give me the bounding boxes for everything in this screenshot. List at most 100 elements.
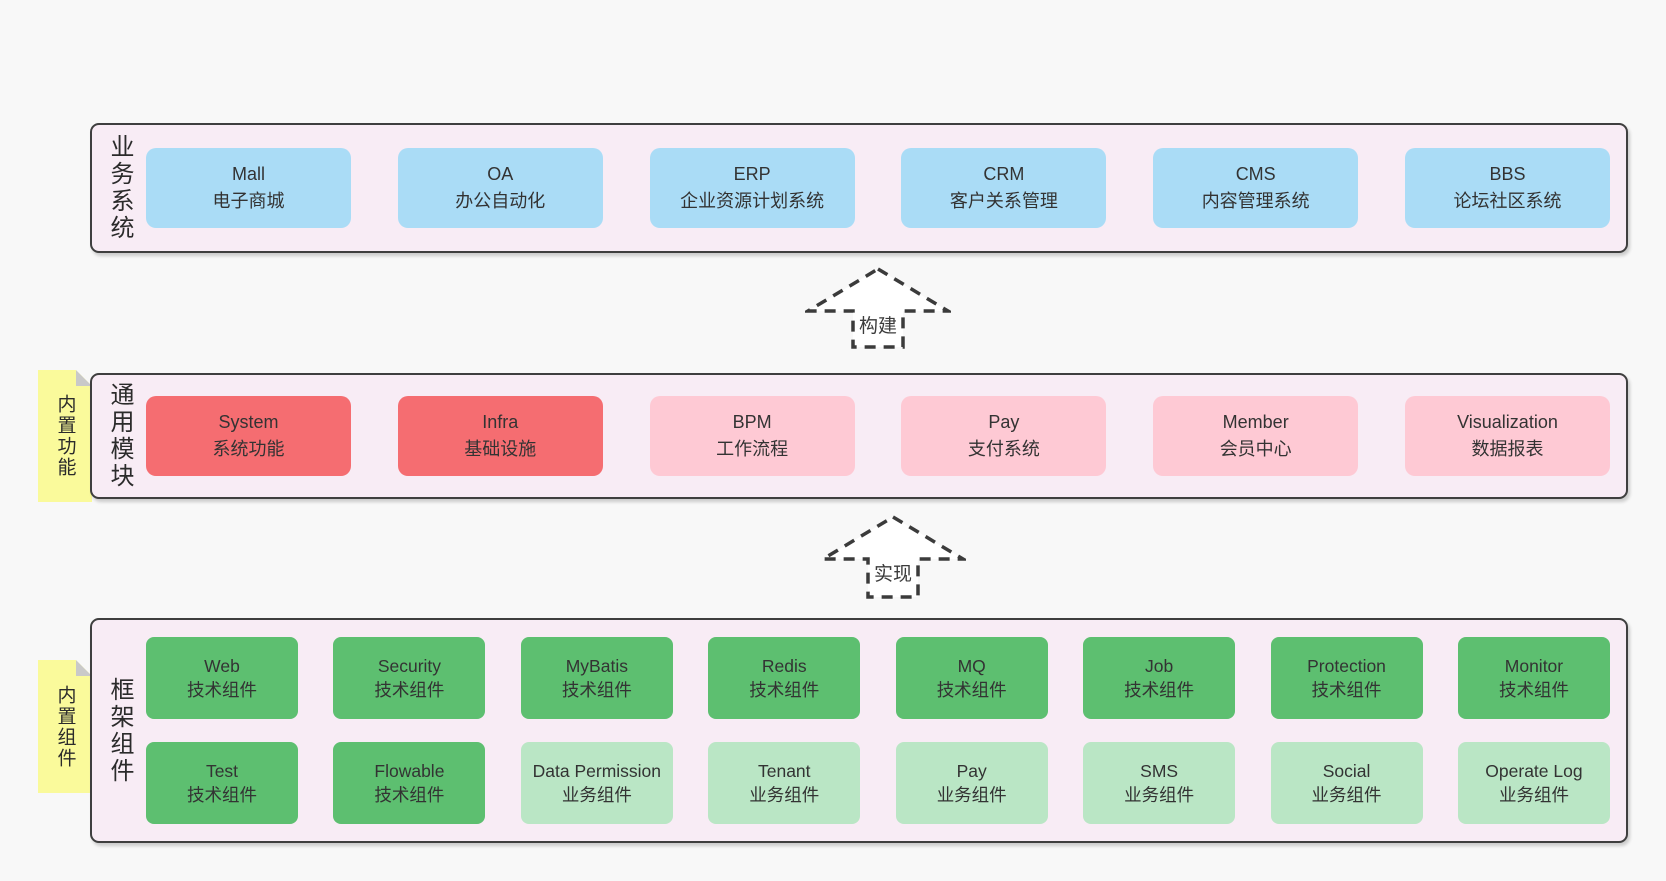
arrow-label-bg bbox=[856, 314, 900, 338]
box-subtitle: 会员中心 bbox=[1219, 439, 1292, 459]
box-title: SMS bbox=[1140, 761, 1179, 781]
box-sms: SMS 业务组件 bbox=[1083, 742, 1236, 824]
box-title: BPM bbox=[732, 412, 772, 432]
box-subtitle: 技术组件 bbox=[1124, 680, 1195, 700]
box-security: Security 技术组件 bbox=[333, 637, 486, 719]
box-title: MyBatis bbox=[565, 656, 628, 676]
box-title: Pay bbox=[956, 761, 987, 781]
box-subtitle: 技术组件 bbox=[936, 680, 1007, 700]
box-title: Pay bbox=[988, 412, 1020, 432]
box-title: Member bbox=[1222, 412, 1289, 432]
box-subtitle: 办公自动化 bbox=[455, 191, 546, 211]
common-modules-row: System 系统功能 Infra 基础设施 BPM 工作流程 Pay 支付系统… bbox=[146, 375, 1626, 497]
box-title: Visualization bbox=[1457, 412, 1558, 432]
box-subtitle: 业务组件 bbox=[936, 785, 1007, 805]
sticky-note-text: 内置组件 bbox=[54, 684, 76, 769]
sticky-note-text: 内置功能 bbox=[54, 394, 76, 478]
box-test: Test 技术组件 bbox=[146, 742, 298, 824]
box-cms: CMS 内容管理系统 bbox=[1153, 148, 1359, 228]
box-title: System bbox=[218, 412, 279, 432]
box-system: System 系统功能 bbox=[146, 396, 351, 476]
box-protection: Protection 技术组件 bbox=[1270, 637, 1423, 719]
box-subtitle: 业务组件 bbox=[1311, 785, 1382, 805]
box-title: Monitor bbox=[1504, 656, 1564, 676]
box-visualization: Visualization 数据报表 bbox=[1404, 396, 1610, 476]
box-subtitle: 基础设施 bbox=[464, 439, 537, 459]
section-label-text: 框架组件 bbox=[106, 676, 133, 785]
box-operate-log: Operate Log 业务组件 bbox=[1457, 742, 1610, 824]
box-pay-system: Pay 支付系统 bbox=[901, 396, 1107, 476]
box-social: Social 业务组件 bbox=[1270, 742, 1423, 824]
box-subtitle: 电子商城 bbox=[212, 191, 285, 211]
section-framework-components-label: 框架组件 bbox=[92, 620, 146, 841]
box-infra: Infra 基础设施 bbox=[397, 396, 603, 476]
framework-components-row-2: Test 技术组件 Flowable 技术组件 Data Permission … bbox=[146, 742, 1610, 824]
arrow-label-bg bbox=[871, 562, 915, 586]
box-bbs: BBS 论坛社区系统 bbox=[1404, 148, 1610, 228]
framework-components-row-1: Web 技术组件 Security 技术组件 MyBatis 技术组件 Redi… bbox=[146, 637, 1610, 719]
box-subtitle: 业务组件 bbox=[561, 785, 632, 805]
section-business-systems-label: 业务系统 bbox=[92, 125, 146, 251]
box-subtitle: 技术组件 bbox=[187, 680, 257, 700]
box-subtitle: 工作流程 bbox=[716, 439, 789, 459]
arrow-implement-label: 实现 bbox=[874, 563, 912, 585]
box-bpm: BPM 工作流程 bbox=[649, 396, 855, 476]
box-mybatis: MyBatis 技术组件 bbox=[520, 637, 673, 719]
arrow-build-label: 构建 bbox=[859, 315, 897, 337]
box-member: Member 会员中心 bbox=[1153, 396, 1359, 476]
box-subtitle: 技术组件 bbox=[561, 680, 632, 700]
box-subtitle: 技术组件 bbox=[187, 785, 257, 805]
section-label-text: 业务系统 bbox=[106, 134, 133, 242]
box-web: Web 技术组件 bbox=[146, 637, 298, 719]
box-tenant: Tenant 业务组件 bbox=[708, 742, 861, 824]
box-title: MQ bbox=[957, 656, 986, 676]
box-erp: ERP 企业资源计划系统 bbox=[649, 148, 855, 228]
box-title: Operate Log bbox=[1485, 761, 1583, 781]
box-subtitle: 技术组件 bbox=[374, 680, 445, 700]
box-title: Protection bbox=[1307, 656, 1386, 676]
box-title: Data Permission bbox=[532, 761, 662, 781]
box-subtitle: 业务组件 bbox=[1124, 785, 1195, 805]
box-flowable: Flowable 技术组件 bbox=[333, 742, 486, 824]
box-subtitle: 内容管理系统 bbox=[1201, 191, 1310, 211]
box-subtitle: 业务组件 bbox=[1498, 785, 1569, 805]
box-subtitle: 论坛社区系统 bbox=[1453, 191, 1562, 211]
box-data-permission: Data Permission 业务组件 bbox=[520, 742, 673, 824]
arrow-implement: 实现 bbox=[820, 514, 966, 599]
box-title: OA bbox=[487, 164, 514, 184]
sticky-note-builtin-components: 内置组件 bbox=[38, 660, 92, 793]
section-label-text: 通用模块 bbox=[106, 382, 133, 490]
sticky-note-builtin-features: 内置功能 bbox=[38, 370, 92, 502]
box-subtitle: 数据报表 bbox=[1471, 439, 1544, 459]
box-subtitle: 系统功能 bbox=[212, 439, 285, 459]
box-mall: Mall 电子商城 bbox=[146, 148, 351, 228]
section-framework-components: 框架组件 Web 技术组件 Security 技术组件 MyBatis 技术组件… bbox=[90, 618, 1628, 843]
box-crm: CRM 客户关系管理 bbox=[901, 148, 1107, 228]
box-subtitle: 技术组件 bbox=[749, 680, 820, 700]
box-subtitle: 业务组件 bbox=[749, 785, 820, 805]
box-title: Redis bbox=[761, 656, 807, 676]
box-title: Flowable bbox=[374, 761, 445, 781]
box-title: Security bbox=[377, 656, 442, 676]
box-title: CMS bbox=[1235, 164, 1276, 184]
box-redis: Redis 技术组件 bbox=[708, 637, 861, 719]
box-title: Mall bbox=[231, 164, 265, 184]
box-title: Infra bbox=[482, 412, 519, 432]
business-systems-row: Mall 电子商城 OA 办公自动化 ERP 企业资源计划系统 CRM 客户关系… bbox=[146, 125, 1626, 251]
section-common-modules: 通用模块 System 系统功能 Infra 基础设施 BPM 工作流程 Pay… bbox=[90, 373, 1628, 499]
box-title: ERP bbox=[733, 164, 771, 184]
arrow-build: 构建 bbox=[805, 266, 951, 349]
box-title: Tenant bbox=[757, 761, 811, 781]
box-title: BBS bbox=[1489, 164, 1526, 184]
box-title: Social bbox=[1322, 761, 1371, 781]
box-subtitle: 技术组件 bbox=[1311, 680, 1382, 700]
box-subtitle: 客户关系管理 bbox=[949, 191, 1058, 211]
box-subtitle: 企业资源计划系统 bbox=[680, 191, 825, 211]
box-title: CRM bbox=[983, 164, 1025, 184]
arrow-up-icon bbox=[820, 514, 966, 599]
box-subtitle: 技术组件 bbox=[1498, 680, 1569, 700]
box-title: Web bbox=[204, 656, 240, 676]
framework-components-grid: Web 技术组件 Security 技术组件 MyBatis 技术组件 Redi… bbox=[146, 620, 1626, 841]
box-job: Job 技术组件 bbox=[1083, 637, 1236, 719]
